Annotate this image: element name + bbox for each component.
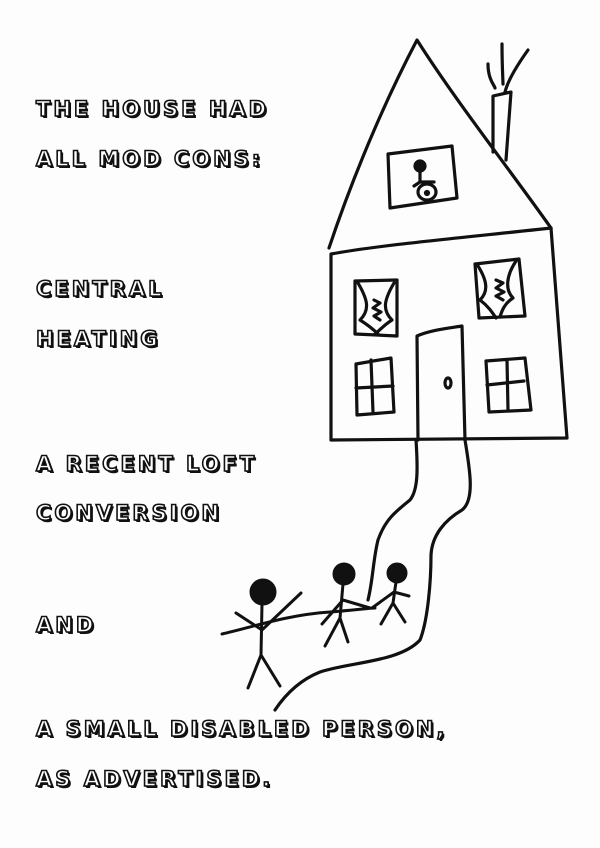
window-lower-right <box>484 356 533 414</box>
stick-figure-middle-head <box>332 562 356 586</box>
window-upper-left <box>353 278 399 338</box>
loft-window <box>386 144 459 210</box>
stick-figure-large <box>234 591 303 690</box>
caption-heating: heating <box>35 326 161 352</box>
caption-loft: a recent loft <box>35 451 258 477</box>
caption-as-advertised: as advertised. <box>35 766 274 792</box>
house-body <box>329 226 569 442</box>
door-knob <box>443 376 453 390</box>
caption-conversion: conversion <box>35 500 222 526</box>
caption-disabled-person: a small disabled person, <box>35 716 448 742</box>
stick-figure-small <box>370 580 411 626</box>
window-upper-right <box>473 257 527 320</box>
door <box>415 324 467 442</box>
caption-and: and <box>35 612 97 638</box>
caption-line-2: all mod cons: <box>35 146 264 172</box>
roof <box>327 38 553 250</box>
stick-figure-small-head <box>386 562 408 584</box>
stick-figure-middle <box>320 582 372 648</box>
wheelchair-wheel-icon <box>416 182 438 202</box>
garden-path <box>366 438 419 602</box>
caption-central: central <box>35 276 165 302</box>
chimney <box>491 90 513 162</box>
caption-line-1: The house had <box>35 96 270 122</box>
stick-figure-large-head <box>249 578 277 606</box>
smoke-icon <box>486 42 530 94</box>
window-lower-left <box>354 356 396 417</box>
